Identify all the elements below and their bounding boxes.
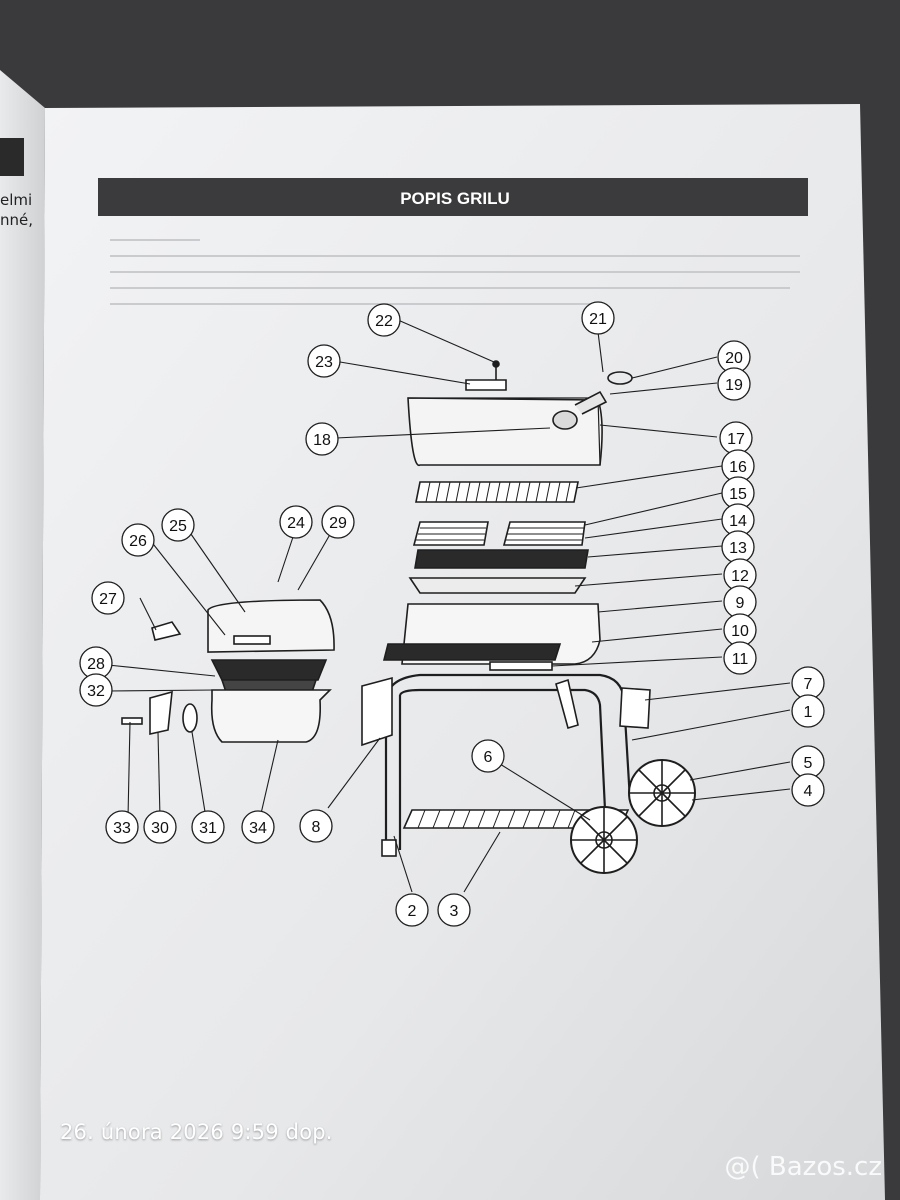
callout-22: 22 — [367, 303, 401, 337]
callout-24-label: 24 — [287, 515, 305, 532]
callout-24: 24 — [279, 505, 313, 539]
callout-19-label: 19 — [725, 377, 743, 394]
callout-14: 14 — [721, 503, 755, 537]
callout-21: 21 — [581, 301, 615, 335]
callout-32: 32 — [79, 673, 113, 707]
callout-31: 31 — [191, 810, 225, 844]
callout-9: 9 — [723, 585, 757, 619]
callout-6-label: 6 — [484, 749, 493, 766]
callout-9-label: 9 — [736, 595, 745, 612]
callout-14-label: 14 — [729, 513, 747, 530]
callout-1: 1 — [791, 694, 825, 728]
callout-21-label: 21 — [589, 311, 607, 328]
callout-12: 12 — [723, 558, 757, 592]
callout-7: 7 — [791, 666, 825, 700]
title-banner — [98, 178, 808, 216]
callout-8-label: 8 — [312, 819, 321, 836]
leader-lines — [107, 319, 791, 893]
grill-exploded-drawing — [121, 360, 696, 874]
callout-13: 13 — [721, 530, 755, 564]
callout-27-label: 27 — [99, 591, 117, 608]
callout-34-label: 34 — [249, 820, 267, 837]
callout-3-label: 3 — [450, 903, 459, 920]
left-page-dark-bar — [0, 138, 24, 176]
callout-12-label: 12 — [731, 568, 749, 585]
callout-1-label: 1 — [804, 704, 813, 721]
callout-16-label: 16 — [729, 459, 747, 476]
callout-20: 20 — [717, 340, 751, 374]
callout-17: 17 — [719, 421, 753, 455]
camera-timestamp: 26. února 2026 9:59 dop. — [60, 1120, 333, 1144]
callout-33-label: 33 — [113, 820, 131, 837]
callout-20-label: 20 — [725, 350, 743, 367]
callout-26: 26 — [121, 523, 155, 557]
callout-15: 15 — [721, 476, 755, 510]
callout-17-label: 17 — [727, 431, 745, 448]
callout-23-label: 23 — [315, 354, 333, 371]
left-page-line-2: nné, — [0, 211, 34, 229]
callout-33: 33 — [105, 810, 139, 844]
callout-2: 2 — [395, 893, 429, 927]
callout-30: 30 — [143, 810, 177, 844]
watermark: @( Bazos.cz — [724, 1152, 883, 1182]
callout-10-label: 10 — [731, 623, 749, 640]
callout-29: 29 — [321, 505, 355, 539]
callout-8: 8 — [299, 809, 333, 843]
callout-18-label: 18 — [313, 432, 331, 449]
callout-18: 18 — [305, 422, 339, 456]
callout-29-label: 29 — [329, 515, 347, 532]
callout-2-label: 2 — [408, 903, 417, 920]
callout-4-label: 4 — [804, 783, 813, 800]
callout-4: 4 — [791, 773, 825, 807]
callout-3: 3 — [437, 893, 471, 927]
callout-31-label: 31 — [199, 820, 217, 837]
callout-28-label: 28 — [87, 656, 105, 673]
callout-27: 27 — [91, 581, 125, 615]
left-page-line-1: elmi — [0, 191, 33, 209]
callout-5-label: 5 — [804, 755, 813, 772]
callout-22-label: 22 — [375, 313, 393, 330]
callout-23: 23 — [307, 344, 341, 378]
callout-32-label: 32 — [87, 683, 105, 700]
callout-6: 6 — [471, 739, 505, 773]
banner-title: POPIS GRILU — [400, 189, 510, 208]
faint-text-lines — [110, 239, 800, 305]
callout-11: 11 — [723, 641, 757, 675]
callout-5: 5 — [791, 745, 825, 779]
callout-30-label: 30 — [151, 820, 169, 837]
callout-7-label: 7 — [804, 676, 813, 693]
callout-10: 10 — [723, 613, 757, 647]
left-page-text: elmi nné, — [0, 190, 33, 230]
callout-25-label: 25 — [169, 518, 187, 535]
left-page — [0, 70, 45, 1200]
callout-25: 25 — [161, 508, 195, 542]
callout-26-label: 26 — [129, 533, 147, 550]
callout-15-label: 15 — [729, 486, 747, 503]
callout-34: 34 — [241, 810, 275, 844]
callout-11-label: 11 — [732, 651, 749, 668]
callout-13-label: 13 — [729, 540, 747, 557]
callout-19: 19 — [717, 367, 751, 401]
